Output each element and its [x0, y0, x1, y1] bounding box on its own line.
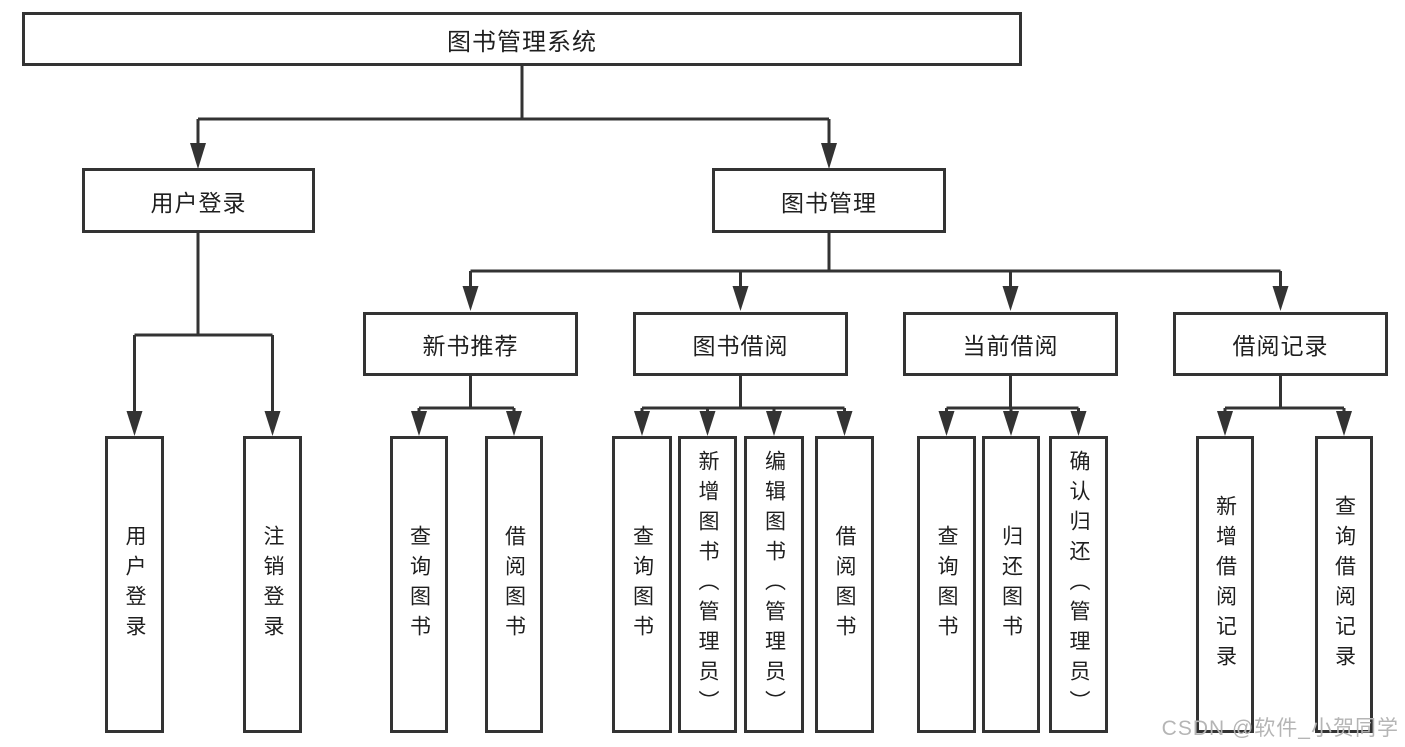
- leaf-query-book-3: 查询图书: [917, 436, 976, 733]
- node-current-borrow: 当前借阅: [903, 312, 1118, 376]
- leaf-confirm-return-admin: 确认归还（管理员）: [1049, 436, 1108, 733]
- leaf-query-book-1: 查询图书: [390, 436, 448, 733]
- node-user-login: 用户登录: [82, 168, 315, 233]
- edge-borrow-records-to-leaves: [1217, 376, 1352, 436]
- leaf-return-book: 归还图书: [982, 436, 1040, 733]
- leaf-query-book-2: 查询图书: [612, 436, 672, 733]
- csdn-watermark: CSDN @软件_小贺同学: [1161, 717, 1399, 740]
- edge-book-borrow-to-leaves: [634, 376, 853, 436]
- edge-current-borrow-to-leaves: [938, 376, 1087, 436]
- edge-book-mgmt-to-modules: [462, 232, 1289, 311]
- edge-root-to-branches: [190, 66, 837, 169]
- node-book-mgmt: 图书管理: [712, 168, 946, 233]
- node-book-borrow: 图书借阅: [633, 312, 848, 376]
- edge-new-book-to-leaves: [411, 376, 522, 436]
- edge-user-login-to-leaves: [126, 233, 281, 436]
- leaf-add-book-admin: 新增图书（管理员）: [678, 436, 737, 733]
- leaf-logout: 注销登录: [243, 436, 302, 733]
- node-new-book-rec: 新书推荐: [363, 312, 578, 376]
- leaf-borrow-book-2: 借阅图书: [815, 436, 874, 733]
- node-borrow-records: 借阅记录: [1173, 312, 1388, 376]
- leaf-user-login: 用户登录: [105, 436, 164, 733]
- leaf-add-borrow-record: 新增借阅记录: [1196, 436, 1254, 733]
- leaf-query-borrow-record: 查询借阅记录: [1315, 436, 1373, 733]
- node-root: 图书管理系统: [22, 12, 1022, 66]
- leaf-edit-book-admin: 编辑图书（管理员）: [744, 436, 804, 733]
- leaf-borrow-book-1: 借阅图书: [485, 436, 543, 733]
